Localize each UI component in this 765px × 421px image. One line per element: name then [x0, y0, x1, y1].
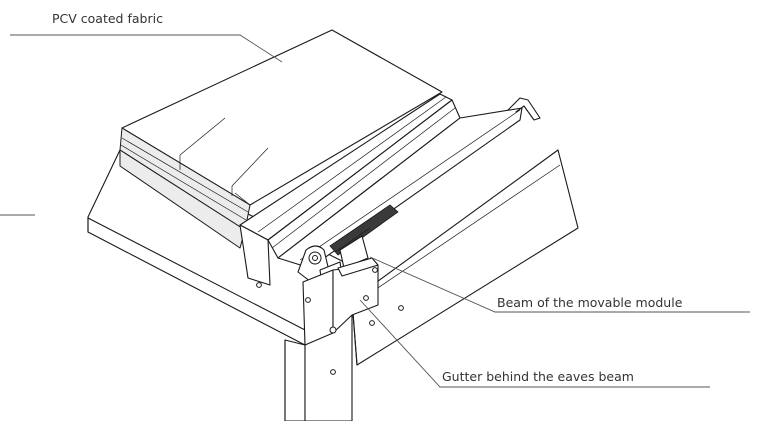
- gutter-leader: [359, 299, 710, 388]
- bolts: [256, 267, 404, 375]
- gutter-label: Gutter behind the eaves beam: [442, 369, 634, 384]
- beam-label: Beam of the movable module: [497, 295, 683, 310]
- runner-rail: [329, 204, 399, 269]
- callout-lines: [0, 34, 750, 388]
- module-front-beam: [239, 93, 541, 286]
- fabric-label: PCV coated fabric: [52, 11, 163, 26]
- connection-plates: [302, 257, 379, 346]
- post: [284, 314, 353, 421]
- beam-leader: [369, 256, 750, 313]
- fabric-leader: [10, 34, 283, 63]
